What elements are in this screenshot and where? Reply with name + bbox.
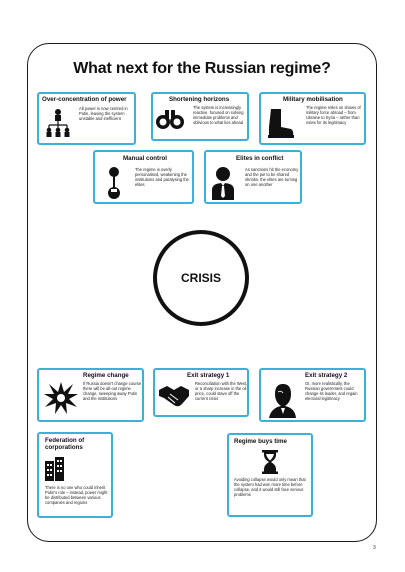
box-title: Manual control <box>123 155 168 162</box>
box-text: If Russia doesn't change course there wi… <box>83 381 142 401</box>
businessman-icon <box>212 167 234 200</box>
explosion-icon <box>44 382 78 414</box>
consequence-box-regime-buys-time: Regime buys time Avoiding collapse would… <box>227 433 313 517</box>
cause-box-over-concentration: Over-concentration of power All power is… <box>37 92 136 145</box>
box-title: Shortening horizons <box>169 96 230 103</box>
crisis-circle: CRISIS <box>153 230 249 326</box>
org-chart-icon <box>46 109 70 137</box>
boot-icon <box>268 109 294 138</box>
box-title: Over-concentration of power <box>42 96 127 103</box>
box-text: All power is now centred in Putin, leavi… <box>79 106 128 121</box>
box-text: As sanctions hit the economy and the pie… <box>245 167 299 187</box>
page-title: What next for the Russian regime? <box>73 60 331 77</box>
consequence-box-federation-of-corporations: Federation of corporations There is no o… <box>37 432 113 518</box>
cause-box-elites-in-conflict: Elites in conflict As sanctions hit the … <box>204 150 302 204</box>
box-title: Elites in conflict <box>236 155 284 162</box>
buildings-icon <box>45 457 64 481</box>
cause-box-manual-control: Manual control The regime is overly pers… <box>93 150 194 204</box>
cause-box-military-mobilisation: Military mobilisation The regime relies … <box>259 92 366 145</box>
box-title: Regime change <box>83 372 129 379</box>
box-title: Military mobilisation <box>283 96 343 103</box>
box-title: Exit strategy 1 <box>187 372 230 379</box>
outcome-box-exit-strategy-2: Exit strategy 2 Or, more realistically, … <box>259 368 366 422</box>
star-badge-icon <box>331 492 355 516</box>
box-text: The system is increasingly reactive, foc… <box>193 105 244 125</box>
box-title: Exit strategy 2 <box>305 372 348 379</box>
box-text: Avoiding collapse would only mean that t… <box>234 477 306 497</box>
box-text: There is no one who could inherit Putin'… <box>45 485 108 505</box>
box-text: Or, more realistically, the Russian gove… <box>305 381 358 401</box>
box-title: Regime buys time <box>234 438 287 445</box>
cause-box-shortening-horizons: Shortening horizons The system is increa… <box>151 92 249 141</box>
box-title: Federation of corporations <box>45 437 85 451</box>
leader-portrait-icon <box>269 384 296 418</box>
outcome-box-exit-strategy-1: Exit strategy 1 Reconciliation with the … <box>153 368 249 417</box>
handshake-icon <box>159 386 189 407</box>
box-text: Reconciliation with the West, or a sharp… <box>195 381 248 401</box>
joystick-icon <box>108 167 120 199</box>
box-text: The regime relies on shows of military f… <box>306 105 361 125</box>
binoculars-icon <box>156 110 184 129</box>
page-number: 3 <box>373 545 376 551</box>
box-text: The regime is overly personalised, weake… <box>135 167 189 187</box>
outcome-box-regime-change: Regime change If Russia doesn't change c… <box>37 368 144 422</box>
hourglass-icon <box>262 450 278 474</box>
